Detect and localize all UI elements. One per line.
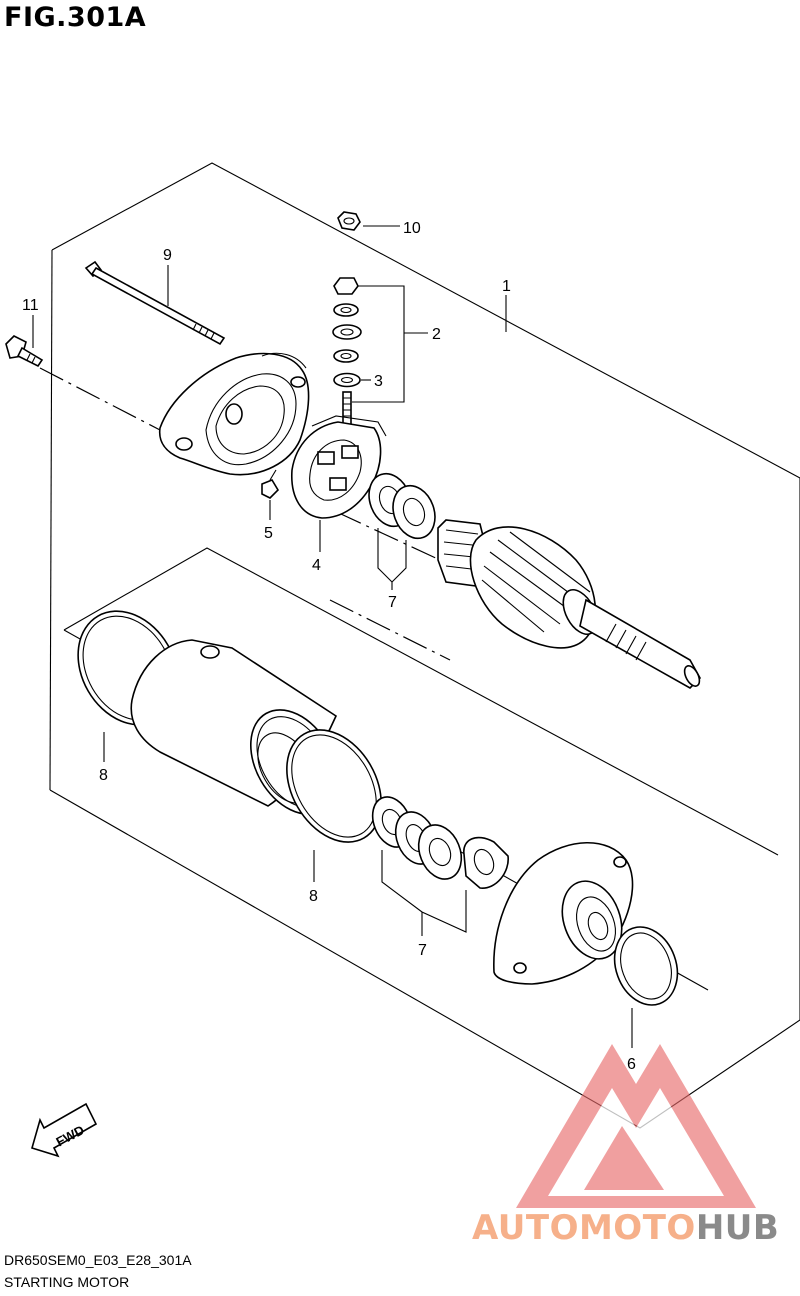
callout-2: 2 — [432, 326, 441, 343]
figure-code: DR650SEM0_E03_E28_301A — [4, 1252, 192, 1268]
front-end-cover[interactable] — [493, 842, 634, 985]
watermark-logo-icon — [516, 1044, 756, 1208]
callout-8-right: 8 — [309, 888, 318, 905]
through-bolt-part-9[interactable] — [84, 260, 226, 346]
callout-1: 1 — [502, 278, 511, 295]
figure-title: FIG.301A — [4, 2, 147, 33]
armature[interactable] — [437, 519, 702, 689]
nut-part-10[interactable] — [337, 211, 361, 231]
callout-5: 5 — [264, 525, 273, 542]
callout-7-upper: 7 — [388, 594, 397, 611]
callout-9: 9 — [163, 247, 172, 264]
bolt-part-11[interactable] — [5, 335, 44, 368]
callout-10: 10 — [403, 220, 421, 237]
washer-part-3[interactable] — [333, 372, 361, 388]
washer-set-part-7-lower[interactable] — [366, 791, 509, 889]
terminal-stud — [342, 391, 352, 427]
watermark-text: AUTOMOTOHUB — [472, 1208, 780, 1248]
figure-subtitle: STARTING MOTOR — [4, 1274, 130, 1290]
fwd-direction-arrow: FWD — [31, 1102, 98, 1158]
callout-6: 6 — [627, 1056, 636, 1073]
washer-set-part-7-upper[interactable] — [362, 468, 442, 544]
callout-8-left: 8 — [99, 767, 108, 784]
washer-stack-part-2[interactable] — [332, 277, 362, 363]
brush-spring-part-5[interactable] — [261, 469, 280, 499]
callout-3: 3 — [374, 373, 383, 390]
rear-end-cover[interactable] — [158, 352, 310, 476]
o-ring-part-8-right[interactable] — [268, 713, 401, 859]
callout-7-lower: 7 — [418, 942, 427, 959]
o-ring-part-6[interactable] — [604, 918, 688, 1014]
callout-labels: 1 2 3 4 5 6 7 7 8 8 9 10 11 — [22, 220, 636, 1073]
callout-11: 11 — [22, 297, 39, 314]
callout-4: 4 — [312, 557, 321, 574]
brush-holder-part-4[interactable] — [291, 415, 387, 519]
leader-lines — [32, 225, 633, 1048]
